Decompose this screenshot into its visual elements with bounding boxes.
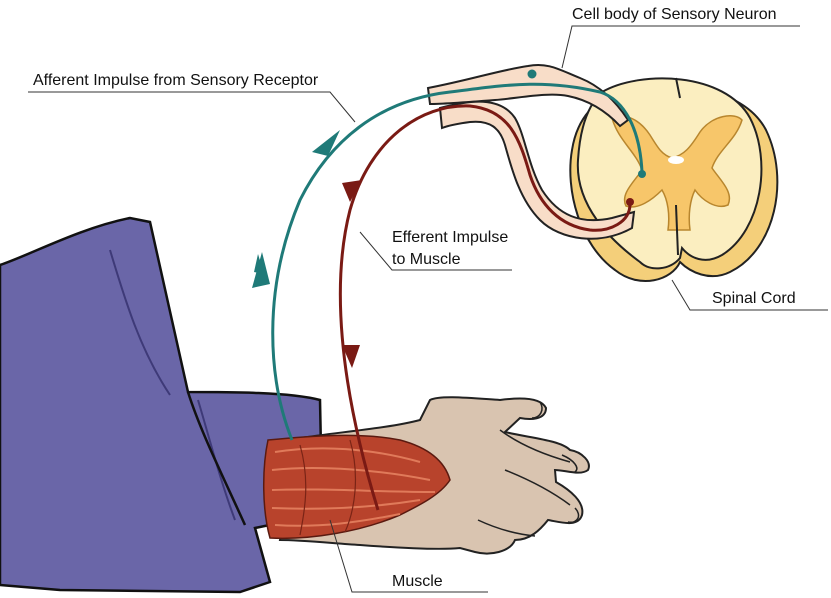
label-cell-body: Cell body of Sensory Neuron (572, 6, 777, 23)
sensory-cell-body (528, 70, 537, 79)
efferent-origin (626, 198, 634, 206)
afferent-arrow-upper (312, 130, 340, 156)
label-muscle: Muscle (392, 573, 443, 590)
label-efferent-line2: to Muscle (392, 251, 461, 268)
label-afferent: Afferent Impulse from Sensory Receptor (33, 72, 319, 89)
afferent-arrow-lower (252, 252, 270, 288)
label-efferent-line1: Efferent Impulse (392, 229, 508, 246)
afferent-terminal (638, 170, 646, 178)
arm-illustration (0, 218, 589, 592)
label-spinal-cord: Spinal Cord (712, 290, 796, 307)
